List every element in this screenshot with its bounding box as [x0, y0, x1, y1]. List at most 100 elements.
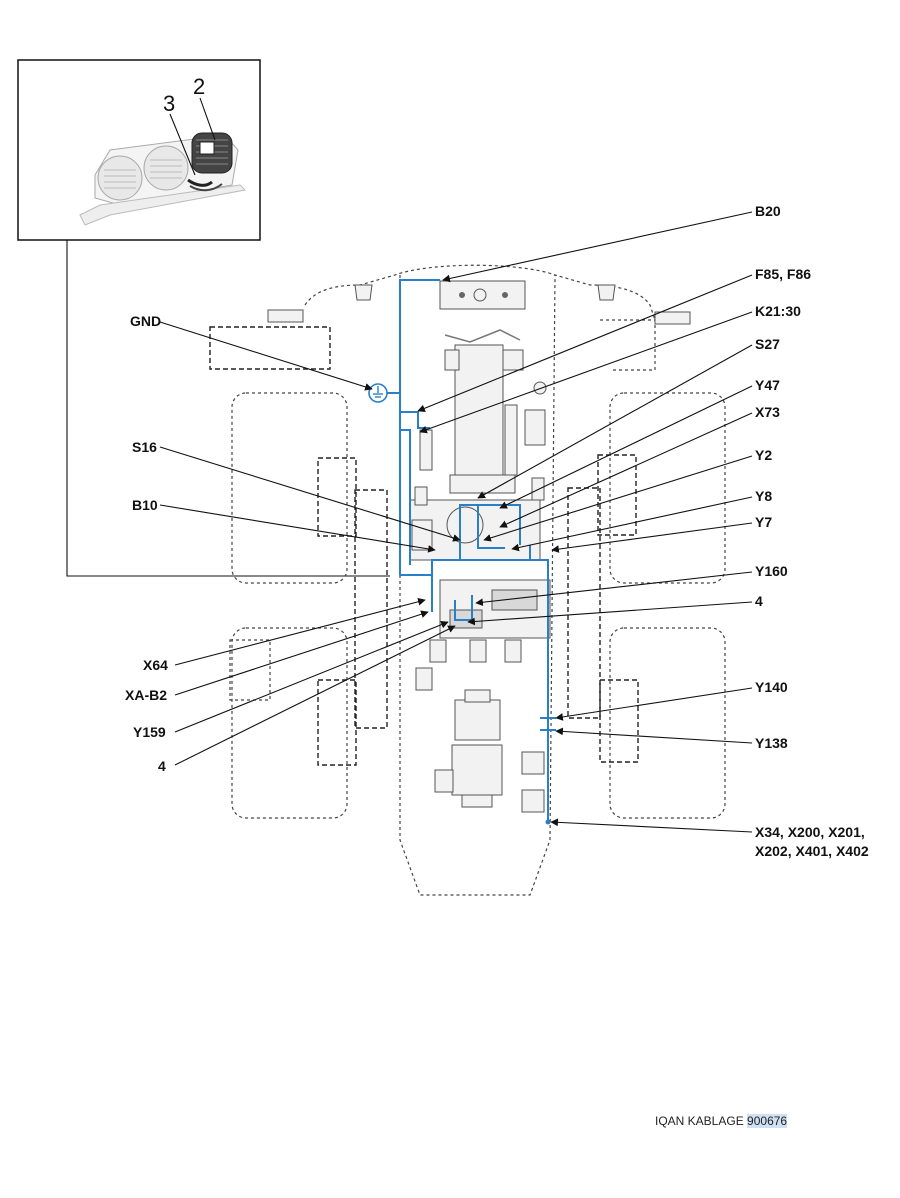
label-b20: B20 [755, 203, 781, 219]
footer-prefix: IQAN KABLAGE [655, 1114, 748, 1128]
gearbox-top [449, 474, 516, 494]
wire-f85-k21 [400, 411, 430, 429]
inset-label-3: 3 [163, 91, 175, 116]
front-right-hub [597, 454, 637, 536]
leader-x-group [550, 818, 753, 833]
pump-part [446, 506, 484, 544]
component-labels: B20 F85, F86 K21:30 S27 Y47 X73 Y2 Y8 Y7… [125, 203, 869, 859]
label-y7: Y7 [755, 514, 772, 530]
lower-fitting [469, 639, 487, 663]
hood-outline [304, 264, 656, 321]
right-front-bracket [600, 319, 656, 371]
leader-b20 [442, 211, 753, 283]
lower-fitting [504, 639, 522, 663]
label-s16: S16 [132, 439, 157, 455]
front-weight-bracket [209, 326, 331, 370]
label-x-group-line1: X34, X200, X201, [755, 824, 865, 840]
label-4-left: 4 [158, 758, 166, 774]
leader-s16 [159, 446, 461, 542]
label-y140: Y140 [755, 679, 788, 695]
leader-y159 [174, 621, 449, 733]
left-axle-beam [354, 489, 388, 729]
wire-b20 [399, 279, 440, 575]
leader-y160 [475, 571, 753, 607]
label-k21-30: K21:30 [755, 303, 801, 319]
label-y159: Y159 [133, 724, 166, 740]
leader-y2 [483, 455, 753, 542]
left-head-lamp [354, 284, 373, 301]
label-gnd: GND [130, 313, 161, 329]
rear-sensor-upper [521, 751, 545, 775]
left-lamp-bracket [267, 309, 304, 323]
leader-y47 [499, 385, 753, 509]
rear-sensor-lower [521, 789, 545, 813]
valve-block-y160 [491, 589, 538, 611]
label-x64: X64 [143, 657, 168, 673]
vehicle-outline [209, 264, 726, 896]
leader-b10 [159, 504, 436, 553]
inset-leader-2 [199, 97, 216, 141]
wire-branch-left [400, 429, 411, 565]
label-x73: X73 [755, 404, 780, 420]
label-b10: B10 [132, 497, 158, 513]
label-y8: Y8 [755, 488, 772, 504]
leader-4-left [174, 625, 456, 766]
lower-fitting [415, 667, 433, 691]
engine-part [444, 349, 460, 371]
right-head-lamp [597, 284, 616, 301]
left-transmission-part [411, 519, 433, 551]
label-s27: S27 [755, 336, 780, 352]
label-x-group-line2: X202, X401, X402 [755, 843, 869, 859]
leader-s27 [477, 344, 753, 499]
leader-x73 [499, 412, 753, 528]
rear-left-hub [317, 679, 357, 766]
front-left-wheel [231, 392, 348, 584]
footer-code: 900676 [747, 1114, 788, 1128]
leader-k21 [419, 311, 753, 434]
rear-valve-base [461, 794, 493, 808]
inset-connection-line [66, 240, 390, 577]
wire-y159 [454, 595, 473, 621]
b20-sensor-housing [439, 280, 526, 310]
rear-valve-side [434, 769, 454, 793]
inset-leader-3 [169, 113, 196, 176]
inset-detail: 3 2 [17, 59, 261, 241]
leader-4-right [467, 601, 753, 626]
wire-rear-trunk [530, 559, 549, 822]
label-y47: Y47 [755, 377, 780, 393]
rear-valve-body [451, 744, 503, 796]
lower-fitting [429, 639, 447, 663]
wire-transmission-loop [459, 504, 521, 560]
rear-valve-cap [464, 689, 491, 703]
label-f85-f86: F85, F86 [755, 266, 811, 282]
label-y160: Y160 [755, 563, 788, 579]
leader-y140 [555, 687, 753, 721]
cap-part [533, 381, 547, 395]
rear-right-wheel [609, 627, 726, 819]
rear-right-hub [599, 679, 639, 763]
side-part [504, 404, 518, 476]
front-left-hub [317, 457, 357, 537]
leader-gnd [159, 321, 373, 391]
right-lamp-bracket [654, 311, 691, 325]
leader-x64 [174, 598, 426, 666]
front-right-wheel [609, 392, 726, 584]
label-xa-b2: XA-B2 [125, 687, 167, 703]
engine-block [454, 344, 504, 476]
wire-y2-y8 [477, 505, 505, 549]
rear-left-detail [229, 639, 271, 701]
leader-y7 [551, 522, 753, 553]
engine-part [502, 349, 524, 371]
label-y138: Y138 [755, 735, 788, 751]
leader-y8 [511, 496, 753, 552]
leader-y138 [555, 727, 753, 744]
label-y2: Y2 [755, 447, 772, 463]
inset-label-2: 2 [193, 74, 205, 99]
leader-xa-b2 [174, 610, 429, 696]
right-axle-beam [567, 487, 601, 719]
harness-wiring [368, 279, 556, 825]
rear-valve-upper [454, 699, 501, 741]
transmission-valve [414, 486, 428, 506]
filter-part [524, 409, 546, 446]
leader-f85-f86 [417, 274, 753, 412]
